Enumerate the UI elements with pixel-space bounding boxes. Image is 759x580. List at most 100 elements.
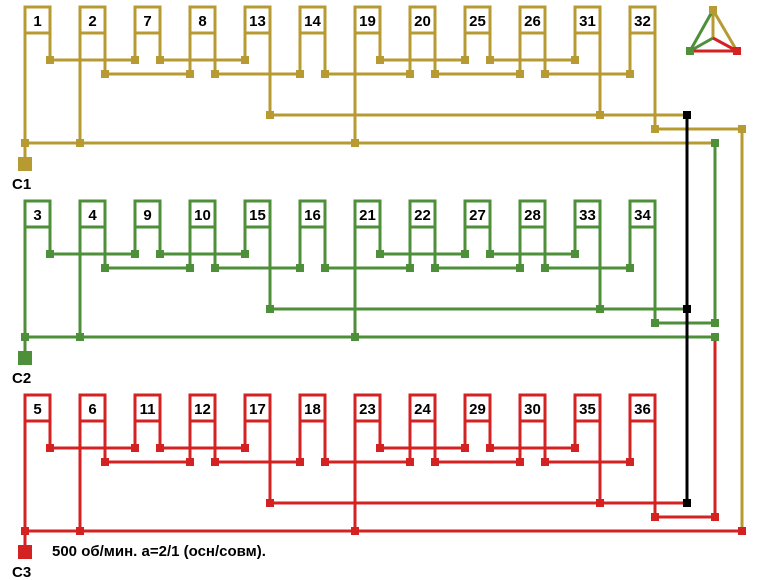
junction-dot [211, 264, 219, 272]
coil-22: 22 [408, 199, 437, 229]
coil-box [243, 393, 272, 423]
coil-box [573, 393, 602, 423]
junction-dot [486, 56, 494, 64]
junction-dot [266, 305, 274, 313]
coil-box [23, 5, 52, 35]
coil-label: 24 [414, 401, 431, 418]
coil-label: 22 [414, 207, 431, 224]
coil-box [518, 199, 547, 229]
junction-dot [541, 458, 549, 466]
vertex [709, 6, 717, 14]
junction-dot [461, 250, 469, 258]
coil-label: 14 [304, 13, 321, 30]
coil-26: 26 [518, 5, 547, 35]
coil-label: 23 [359, 401, 376, 418]
coil-box [408, 393, 437, 423]
coil-box [463, 199, 492, 229]
coil-box [133, 5, 162, 35]
coil-2: 2 [78, 5, 107, 35]
coil-box [133, 393, 162, 423]
terminal-c3 [18, 545, 32, 559]
coil-23: 23 [353, 393, 382, 423]
coil-label: 16 [304, 207, 321, 224]
coil-label: 19 [359, 13, 376, 30]
terminal-label: C1 [12, 176, 31, 193]
coil-label: 18 [304, 401, 321, 418]
coil-34: 34 [628, 199, 657, 229]
coil-16: 16 [298, 199, 327, 229]
coil-1: 1 [23, 5, 52, 35]
coil-19: 19 [353, 5, 382, 35]
junction-dot [683, 305, 691, 313]
junction-dot [738, 527, 746, 535]
vertex [686, 47, 694, 55]
coil-label: 4 [88, 207, 97, 224]
junction-dot [46, 250, 54, 258]
junction-dot [131, 250, 139, 258]
terminal-label: C2 [12, 370, 31, 387]
coil-box [573, 199, 602, 229]
coil-12: 12 [188, 393, 217, 423]
junction-dot [186, 458, 194, 466]
junction-dot [211, 70, 219, 78]
coil-label: 33 [579, 207, 596, 224]
junction-dot [376, 56, 384, 64]
junction-dot [321, 264, 329, 272]
coil-label: 15 [249, 207, 266, 224]
coil-label: 17 [249, 401, 266, 418]
coil-label: 3 [33, 207, 41, 224]
junction-dot [321, 70, 329, 78]
junction-dot [406, 264, 414, 272]
coil-label: 34 [634, 207, 651, 224]
junction-dot [266, 499, 274, 507]
coil-30: 30 [518, 393, 547, 423]
coil-label: 8 [198, 13, 206, 30]
coil-33: 33 [573, 199, 602, 229]
junction-dot [651, 513, 659, 521]
coil-10: 10 [188, 199, 217, 229]
junction-dot [156, 444, 164, 452]
junction-dot [651, 125, 659, 133]
coil-label: 20 [414, 13, 431, 30]
junction-dot [596, 111, 604, 119]
junction-dot [156, 56, 164, 64]
edge [688, 9, 715, 52]
coil-label: 29 [469, 401, 486, 418]
junction-dot [101, 264, 109, 272]
coil-box [628, 393, 657, 423]
coil-11: 11 [133, 393, 162, 423]
triangle-connection-icon [686, 6, 741, 55]
coil-box [188, 199, 217, 229]
coil-box [298, 199, 327, 229]
coil-box [408, 5, 437, 35]
junction-dot [461, 444, 469, 452]
junction-dot [186, 70, 194, 78]
coil-label: 31 [579, 13, 596, 30]
junction-dot [431, 70, 439, 78]
coil-label: 12 [194, 401, 211, 418]
coil-label: 36 [634, 401, 651, 418]
coil-box [518, 393, 547, 423]
junction-dot [651, 319, 659, 327]
junction-dot [516, 70, 524, 78]
coil-14: 14 [298, 5, 327, 35]
coil-4: 4 [78, 199, 107, 229]
coil-31: 31 [573, 5, 602, 35]
coil-box [628, 199, 657, 229]
coil-box [353, 5, 382, 35]
junction-dot [571, 444, 579, 452]
edge [711, 9, 739, 52]
coil-label: 6 [88, 401, 96, 418]
junction-dot [406, 458, 414, 466]
coil-box [188, 5, 217, 35]
coil-label: 30 [524, 401, 541, 418]
coil-28: 28 [518, 199, 547, 229]
junction-dot [516, 264, 524, 272]
coil-13: 13 [243, 5, 272, 35]
coil-6: 6 [78, 393, 107, 423]
coil-label: 27 [469, 207, 486, 224]
terminal-c1 [18, 157, 32, 171]
